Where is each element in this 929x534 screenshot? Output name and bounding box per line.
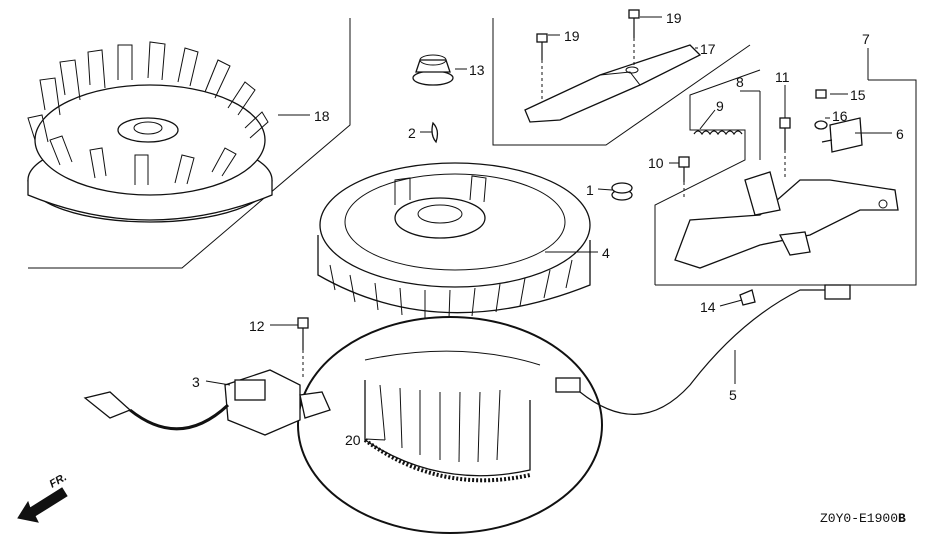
callout-16: 16 [832,108,848,124]
callout-6: 6 [896,126,904,142]
grommet-1-drawing [611,182,633,201]
drawing-code-suffix: B [898,511,906,526]
leader-lines [205,16,892,441]
flywheel-18-drawing [27,41,273,223]
callout-17: 17 [700,41,716,57]
callout-13: 13 [469,62,485,78]
callout-11: 11 [775,69,790,85]
callout-12: 12 [249,318,265,334]
detail-circle [297,316,603,534]
callout-19-right: 19 [666,10,682,26]
ignition-coil-3-drawing [83,369,331,436]
callout-5: 5 [729,387,737,403]
nut-13-drawing [412,54,454,86]
front-direction-arrow: FR. [17,471,69,523]
wire-5-drawing [555,284,851,415]
callout-15: 15 [850,87,866,103]
callout-4: 4 [602,245,610,261]
front-direction-label: FR. [48,471,69,490]
callout-20: 20 [345,432,361,448]
spring-9-drawing [693,130,743,136]
key-2-drawing [431,121,439,144]
callout-19-left: 19 [564,28,580,44]
callout-2: 2 [408,125,416,141]
callout-7: 7 [862,31,870,47]
callout-1: 1 [586,182,594,198]
bolt-12-drawing [297,317,309,378]
callout-14: 14 [700,299,716,315]
callout-8: 8 [736,74,744,90]
callout-3: 3 [192,374,200,390]
flywheel-4-drawing [317,162,591,319]
callouts: 1 2 3 4 5 6 7 8 9 10 11 12 13 14 15 16 1… [192,10,904,448]
bolts-10-11-drawing [678,117,791,200]
callout-10: 10 [648,155,664,171]
switch-6-drawing [814,89,863,153]
callout-9: 9 [716,98,724,114]
switch-bracket-drawing [674,171,899,269]
drawing-code: Z0Y0-E1900B [820,511,906,526]
bracket-17-drawing [524,44,702,123]
bolts-19-drawing [536,9,640,100]
callout-18: 18 [314,108,330,124]
